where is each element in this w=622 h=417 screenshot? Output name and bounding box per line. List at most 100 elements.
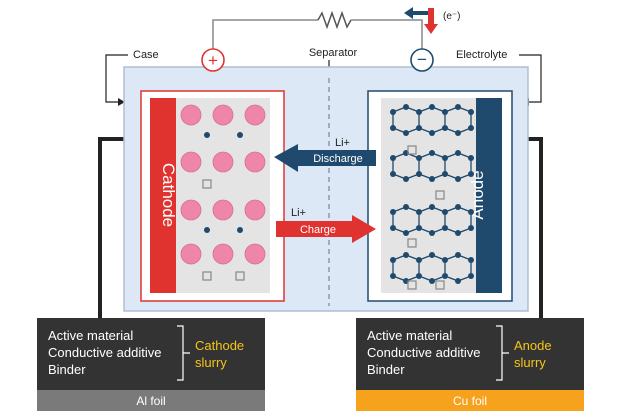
cathode-slurry-line-1: slurry <box>195 355 227 370</box>
cathode-particles <box>180 104 266 281</box>
cathode-slurry-line-0: Cathode <box>195 338 244 353</box>
graphite-atom <box>416 209 422 215</box>
cathode-composition-box: Active material Conductive additive Bind… <box>37 318 265 411</box>
graphite-atom <box>429 104 435 110</box>
graphite-atom <box>416 257 422 263</box>
graphite-atom <box>468 209 474 215</box>
cathode-active-particle <box>212 243 234 265</box>
binder-square <box>202 271 212 281</box>
graphite-atom <box>390 257 396 263</box>
negative-terminal: − <box>410 48 434 72</box>
graphite-atom <box>416 155 422 161</box>
electron-flow-arrow-icon <box>404 7 438 34</box>
al-foil-bar <box>37 390 265 411</box>
cathode-active-particle <box>180 243 202 265</box>
anode-line-2: Binder <box>367 362 405 377</box>
graphite-atom <box>429 204 435 210</box>
discharge-arrow <box>274 144 376 172</box>
binder-square <box>407 145 417 155</box>
graphite-atom <box>403 104 409 110</box>
binder-square <box>235 271 245 281</box>
circuit-wire-left <box>212 19 318 53</box>
li-ion-label-bottom: Li+ <box>291 207 306 219</box>
graphite-atom <box>455 176 461 182</box>
cathode-line-1: Conductive additive <box>48 345 161 360</box>
graphite-atom <box>390 125 396 131</box>
cathode-active-particle <box>244 104 266 126</box>
separator-label: Separator <box>309 47 358 59</box>
cathode-active-particle <box>244 151 266 173</box>
conductive-additive-dot <box>237 132 243 138</box>
anode-graphite-structure <box>390 104 474 290</box>
graphite-atom <box>403 230 409 236</box>
graphite-atom <box>455 278 461 284</box>
binder-square <box>407 238 417 248</box>
cathode-active-particle <box>180 104 202 126</box>
graphite-atom <box>416 171 422 177</box>
svg-text:−: − <box>417 50 427 69</box>
graphite-atom <box>468 257 474 263</box>
graphite-atom <box>429 150 435 156</box>
cu-foil-bar <box>356 390 584 411</box>
graphite-atom <box>455 230 461 236</box>
binder-square <box>435 280 445 290</box>
graphite-atom <box>455 150 461 156</box>
cathode-active-particle <box>180 199 202 221</box>
anode-active-layer <box>381 98 476 293</box>
graphite-atom <box>442 209 448 215</box>
graphite-atom <box>403 252 409 258</box>
graphite-atom <box>390 155 396 161</box>
cathode-line-0: Active material <box>48 328 133 343</box>
graphite-atom <box>468 225 474 231</box>
graphite-atom <box>416 225 422 231</box>
graphite-atom <box>429 176 435 182</box>
cathode-label: Cathode <box>159 163 178 227</box>
al-foil-label: Al foil <box>136 394 165 408</box>
graphite-atom <box>455 204 461 210</box>
cu-foil-label: Cu foil <box>453 394 487 408</box>
anode-current-collector <box>476 98 502 293</box>
graphite-atom <box>468 109 474 115</box>
cathode-active-particle <box>212 199 234 221</box>
electron-label: (e⁻) <box>443 11 461 22</box>
binder-square <box>407 280 417 290</box>
charge-arrow <box>276 215 376 243</box>
graphite-atom <box>416 273 422 279</box>
cathode-active-particle <box>212 104 234 126</box>
graphite-atom <box>429 230 435 236</box>
graphite-atom <box>403 130 409 136</box>
electrolyte-label: Electrolyte <box>456 49 507 61</box>
resistor-icon <box>317 10 352 30</box>
graphite-atom <box>455 130 461 136</box>
graphite-atom <box>390 209 396 215</box>
anode-slurry-line-1: slurry <box>514 355 546 370</box>
graphite-atom <box>442 125 448 131</box>
cathode-active-particle <box>244 199 266 221</box>
graphite-atom <box>442 171 448 177</box>
graphite-atom <box>468 155 474 161</box>
discharge-label: Discharge <box>313 153 363 165</box>
binder-square <box>435 190 445 200</box>
graphite-atom <box>455 104 461 110</box>
graphite-atom <box>442 155 448 161</box>
conductive-additive-dot <box>204 227 210 233</box>
cathode-active-particle <box>212 151 234 173</box>
graphite-atom <box>429 252 435 258</box>
cathode-active-particle <box>244 243 266 265</box>
graphite-atom <box>416 109 422 115</box>
cathode-line-2: Binder <box>48 362 86 377</box>
circuit-wire-right <box>351 19 423 53</box>
graphite-atom <box>403 176 409 182</box>
anode-slurry-line-0: Anode <box>514 338 552 353</box>
graphite-atom <box>403 204 409 210</box>
anode-label: Anode <box>468 170 487 219</box>
graphite-atom <box>390 225 396 231</box>
conductive-additive-dot <box>237 227 243 233</box>
graphite-atom <box>390 273 396 279</box>
graphite-atom <box>455 252 461 258</box>
graphite-atom <box>390 109 396 115</box>
graphite-atom <box>442 257 448 263</box>
charge-label: Charge <box>300 224 336 236</box>
graphite-atom <box>468 125 474 131</box>
